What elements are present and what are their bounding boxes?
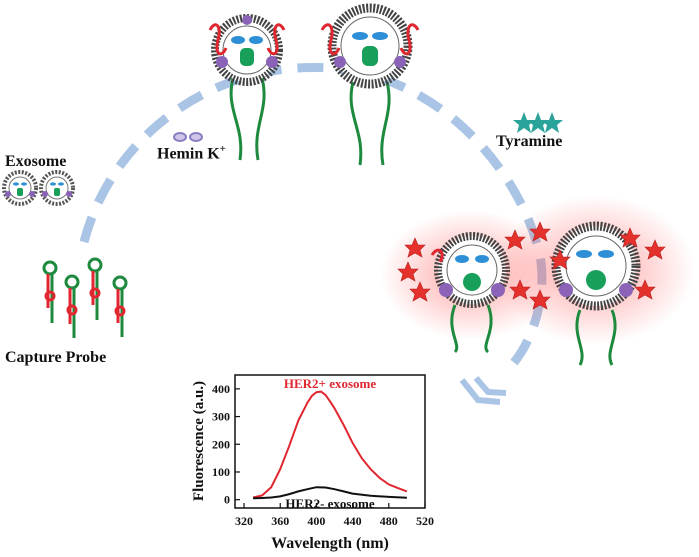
x-tick-label: 480 xyxy=(380,514,398,528)
exosome-label-text: Exosome xyxy=(5,153,67,170)
y-axis-ticks: 0 100 200 300 400 xyxy=(212,382,240,507)
tyramine-label-text: Tyramine xyxy=(496,133,563,150)
arrow-head-icon xyxy=(459,376,507,405)
y-tick-label: 100 xyxy=(212,465,230,479)
tyramine-icon xyxy=(513,112,563,133)
y-tick-label: 400 xyxy=(212,382,230,396)
hemin-label-sup: + xyxy=(219,143,226,155)
series-line-her2-negative xyxy=(253,486,407,500)
y-axis-label: Fluorescence (a.u.) xyxy=(191,381,207,501)
capture-probe-icon xyxy=(42,257,128,338)
x-tick-label: 320 xyxy=(235,514,253,528)
series-line-her2-positive xyxy=(252,390,408,499)
hemin-icon xyxy=(173,132,203,142)
y-tick-label: 0 xyxy=(224,493,230,507)
fluorescence-spectrum-chart: 0 100 200 300 400 320 360 400 440 480 520 Fluores… xyxy=(191,374,434,552)
hemin-label-text: Hemin K xyxy=(157,145,220,163)
tyramine-label: Tyramine xyxy=(496,133,562,151)
captured-exosome-top-right xyxy=(320,3,420,166)
x-tick-label: 440 xyxy=(344,514,362,528)
chart-series xyxy=(252,390,408,500)
x-tick-label: 520 xyxy=(416,514,434,528)
x-axis-ticks: 320 360 400 440 480 520 xyxy=(235,503,434,528)
legend-her2-positive: HER2+ exosome xyxy=(284,376,376,391)
captured-exosome-top-left xyxy=(208,14,286,161)
capture-probe-label-text: Capture Probe xyxy=(5,349,107,366)
fluorescent-star-icons xyxy=(397,221,666,310)
capture-probe-label: Capture Probe xyxy=(5,349,106,367)
exosome-icon-pair xyxy=(2,170,75,206)
y-tick-label: 300 xyxy=(212,410,230,424)
hemin-label: Hemin K+ xyxy=(157,143,226,163)
x-tick-label: 400 xyxy=(307,514,325,528)
legend-her2-negative: HER2- exosome xyxy=(285,496,374,511)
chart-plot-frame xyxy=(234,374,426,509)
y-tick-label: 200 xyxy=(212,437,230,451)
exosome-label: Exosome xyxy=(5,153,66,171)
x-tick-label: 360 xyxy=(271,514,289,528)
dashed-arc-arrow xyxy=(79,62,547,376)
x-axis-label: Wavelength (nm) xyxy=(271,535,389,552)
